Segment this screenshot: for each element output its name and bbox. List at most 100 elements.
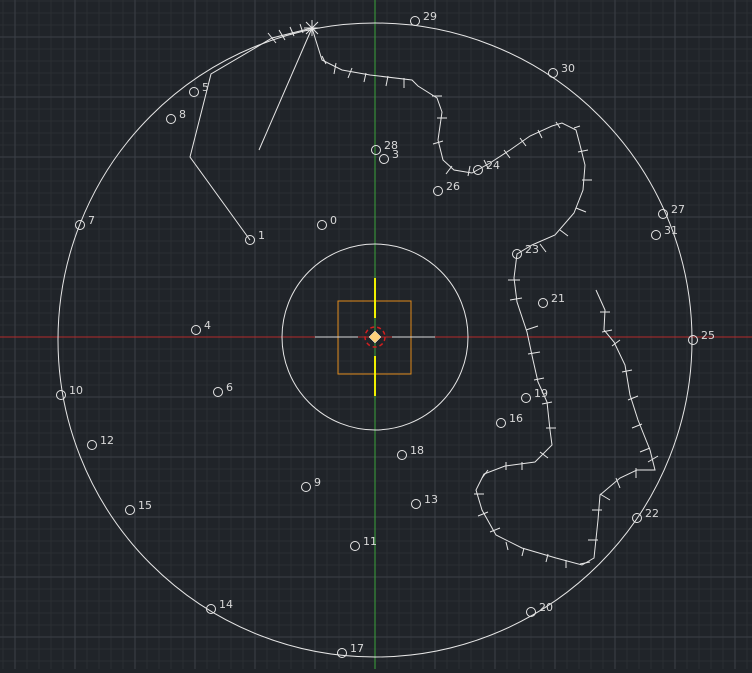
point-marker[interactable] <box>87 440 97 450</box>
point-4[interactable]: 4 <box>191 319 212 335</box>
point-marker[interactable] <box>56 390 66 400</box>
point-19[interactable]: 19 <box>521 387 549 403</box>
point-marker[interactable] <box>651 230 661 240</box>
point-6[interactable]: 6 <box>213 381 234 397</box>
path-tick-marks <box>267 23 659 568</box>
point-21[interactable]: 21 <box>538 292 566 308</box>
point-label: 16 <box>509 412 523 425</box>
point-label: 12 <box>100 434 114 447</box>
point-11[interactable]: 11 <box>350 535 378 551</box>
point-marker[interactable] <box>206 604 216 614</box>
point-15[interactable]: 15 <box>125 499 153 515</box>
point-marker[interactable] <box>245 235 255 245</box>
point-marker[interactable] <box>350 541 360 551</box>
point-marker[interactable] <box>397 450 407 460</box>
point-label: 26 <box>446 180 460 193</box>
point-label: 4 <box>204 319 211 332</box>
point-27[interactable]: 27 <box>658 203 686 219</box>
point-24[interactable]: 24 <box>473 159 501 175</box>
point-1[interactable]: 1 <box>245 229 266 245</box>
point-marker[interactable] <box>125 505 135 515</box>
left-branch-path[interactable] <box>189 27 313 241</box>
point-marker[interactable] <box>337 648 347 658</box>
point-marker[interactable] <box>411 499 421 509</box>
point-5[interactable]: 5 <box>189 81 210 97</box>
point-label: 24 <box>486 159 500 172</box>
point-marker[interactable] <box>548 68 558 78</box>
point-marker[interactable] <box>213 387 223 397</box>
point-marker[interactable] <box>301 482 311 492</box>
point-marker[interactable] <box>371 145 381 155</box>
point-label: 23 <box>525 243 539 256</box>
diagonal-branch-line[interactable] <box>258 27 313 151</box>
point-label: 10 <box>69 384 83 397</box>
point-markers[interactable]: 0134567891011121314151617181920212223242… <box>56 10 716 658</box>
inner-circle[interactable] <box>281 243 469 431</box>
point-marker[interactable] <box>379 154 389 164</box>
point-3[interactable]: 3 <box>379 148 400 164</box>
point-7[interactable]: 7 <box>75 214 96 230</box>
point-marker[interactable] <box>166 114 176 124</box>
point-18[interactable]: 18 <box>397 444 425 460</box>
point-29[interactable]: 29 <box>410 10 438 26</box>
point-25[interactable]: 25 <box>688 329 716 345</box>
point-marker[interactable] <box>526 607 536 617</box>
point-12[interactable]: 12 <box>87 434 115 450</box>
point-marker[interactable] <box>410 16 420 26</box>
point-marker[interactable] <box>512 249 522 259</box>
point-13[interactable]: 13 <box>411 493 439 509</box>
point-10[interactable]: 10 <box>56 384 84 400</box>
point-23[interactable]: 23 <box>512 243 540 259</box>
point-22[interactable]: 22 <box>632 507 660 523</box>
top-meander-path[interactable] <box>311 27 656 566</box>
point-marker[interactable] <box>473 165 483 175</box>
point-label: 27 <box>671 203 685 216</box>
origin-diamond[interactable] <box>368 330 382 344</box>
point-marker[interactable] <box>496 418 506 428</box>
point-label: 25 <box>701 329 715 342</box>
point-marker[interactable] <box>521 393 531 403</box>
point-label: 11 <box>363 535 377 548</box>
point-marker[interactable] <box>538 298 548 308</box>
point-label: 0 <box>330 214 337 227</box>
point-28[interactable]: 28 <box>371 139 399 155</box>
point-label: 15 <box>138 499 152 512</box>
point-label: 14 <box>219 598 233 611</box>
point-marker[interactable] <box>688 335 698 345</box>
point-31[interactable]: 31 <box>651 224 679 240</box>
point-label: 17 <box>350 642 364 655</box>
point-label: 20 <box>539 601 553 614</box>
point-label: 28 <box>384 139 398 152</box>
point-16[interactable]: 16 <box>496 412 524 428</box>
outer-circle[interactable] <box>57 22 693 658</box>
point-9[interactable]: 9 <box>301 476 322 492</box>
top-node-star[interactable] <box>304 20 320 36</box>
point-marker[interactable] <box>191 325 201 335</box>
point-0[interactable]: 0 <box>317 214 338 230</box>
point-label: 9 <box>314 476 321 489</box>
point-label: 29 <box>423 10 437 23</box>
point-20[interactable]: 20 <box>526 601 554 617</box>
point-marker[interactable] <box>189 87 199 97</box>
point-label: 8 <box>179 108 186 121</box>
point-30[interactable]: 30 <box>548 62 576 78</box>
origin-ring[interactable] <box>364 326 386 348</box>
point-label: 1 <box>258 229 265 242</box>
point-marker[interactable] <box>317 220 327 230</box>
point-8[interactable]: 8 <box>166 108 187 124</box>
point-marker[interactable] <box>658 209 668 219</box>
point-label: 13 <box>424 493 438 506</box>
point-14[interactable]: 14 <box>206 598 234 614</box>
point-label: 6 <box>226 381 233 394</box>
point-marker[interactable] <box>632 513 642 523</box>
point-marker[interactable] <box>75 220 85 230</box>
point-17[interactable]: 17 <box>337 642 365 658</box>
point-label: 7 <box>88 214 95 227</box>
point-26[interactable]: 26 <box>433 180 461 196</box>
point-label: 3 <box>392 148 399 161</box>
point-label: 30 <box>561 62 575 75</box>
transform-gizmo[interactable] <box>315 278 435 396</box>
point-marker[interactable] <box>433 186 443 196</box>
